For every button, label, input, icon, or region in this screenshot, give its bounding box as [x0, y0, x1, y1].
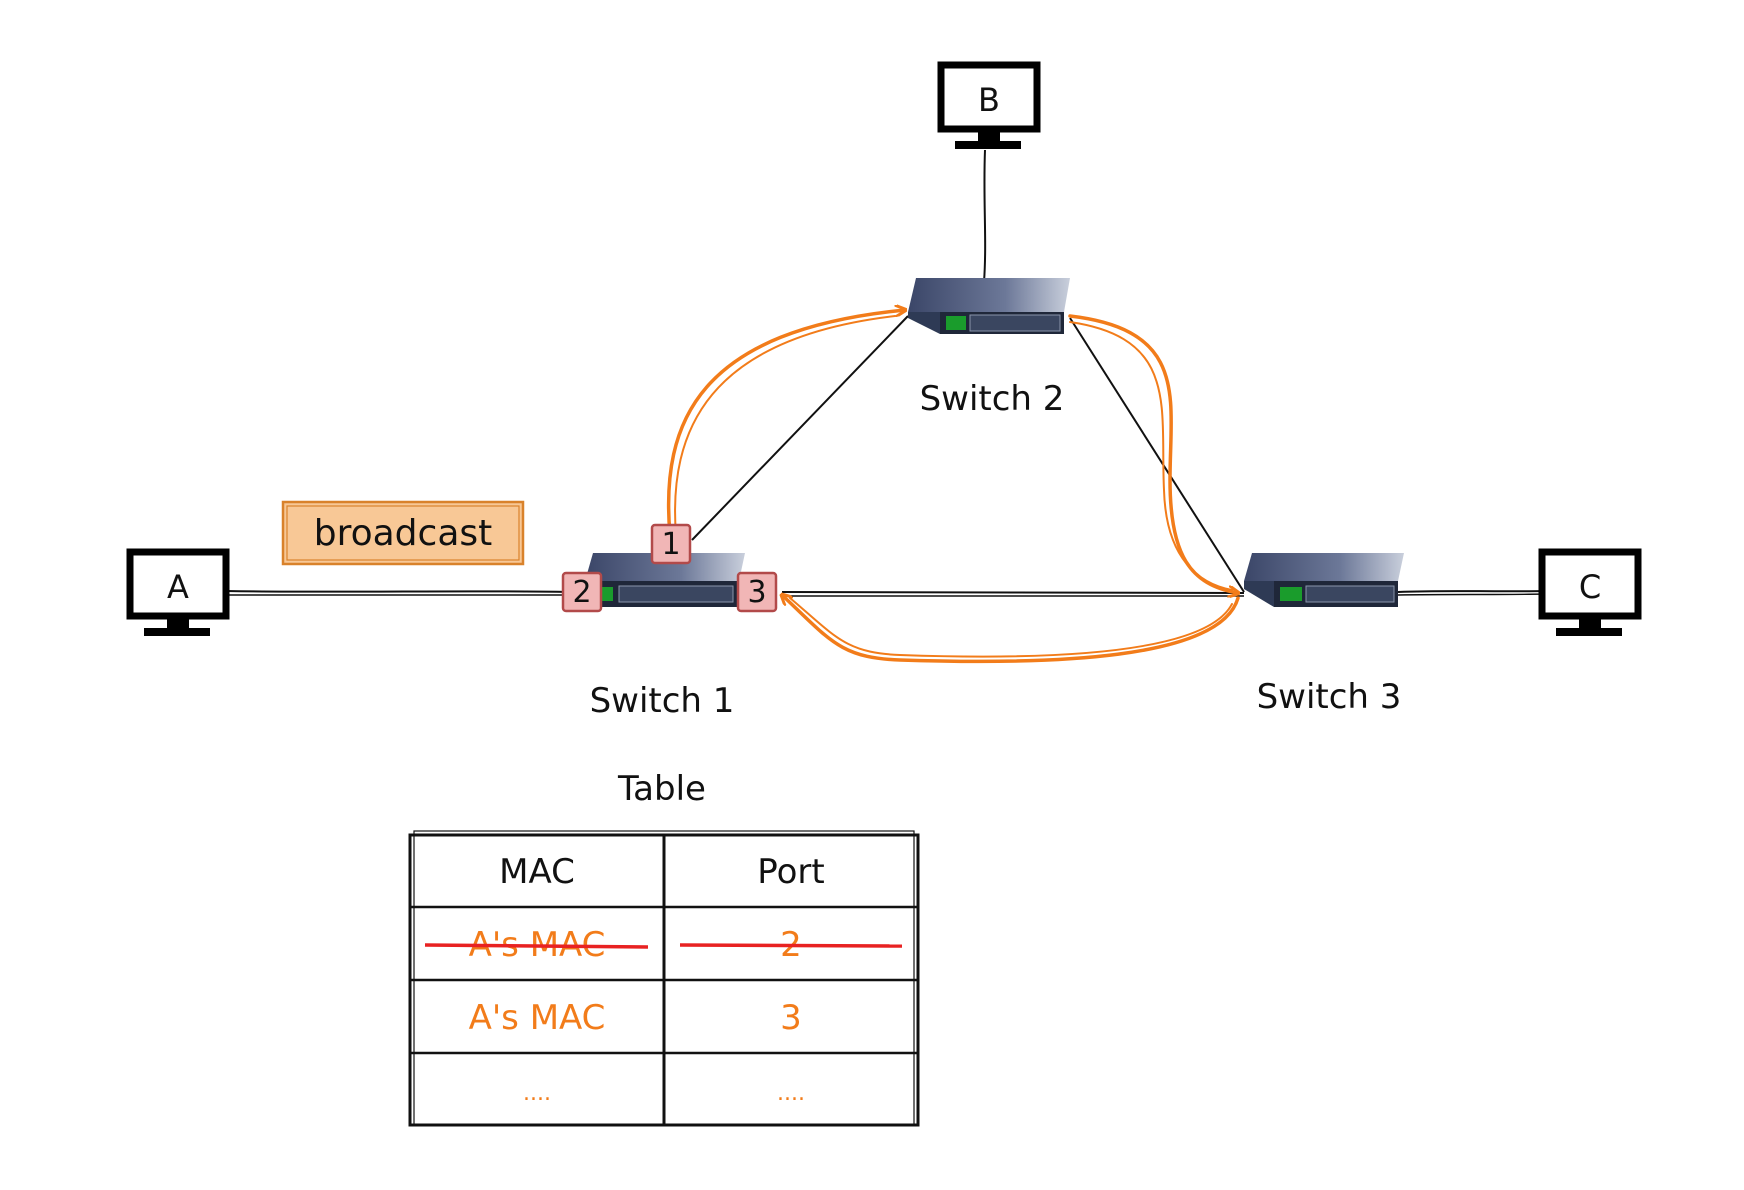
- flow-switch2-to-switch3-b: [1069, 321, 1233, 591]
- monitor-stand: [1579, 616, 1601, 628]
- switch-port-leds: [1280, 585, 1395, 603]
- link-switch2-b: [983, 149, 987, 283]
- flow-switch3-to-switch1-b: [789, 597, 1233, 658]
- monitor-icon: [126, 548, 230, 620]
- switch-1-label: Switch 1: [590, 681, 735, 721]
- switch-port-leds: [946, 314, 1061, 332]
- monitor-stand: [978, 129, 1000, 141]
- row-2-mac: A's MAC: [469, 998, 606, 1038]
- switch-port-leds: [591, 585, 734, 603]
- switch-2[interactable]: [908, 278, 1070, 334]
- computer-b-label: B: [978, 81, 1000, 119]
- switch-top: [908, 278, 1070, 312]
- monitor-base: [1556, 628, 1622, 636]
- port-badge-3: 3: [736, 571, 778, 613]
- switch-top: [585, 553, 745, 581]
- strikethrough-port: [679, 943, 903, 948]
- monitor-icon: [1538, 548, 1642, 620]
- flow-switch1-to-switch2: [666, 310, 905, 537]
- flow-switch3-to-switch1: [782, 595, 1240, 664]
- link-switch1-switch2: [691, 315, 909, 541]
- row-2-port: 3: [780, 998, 802, 1038]
- switch-side: [908, 312, 940, 334]
- port-2-label: 2: [572, 575, 591, 610]
- link-switch3-c: [1397, 590, 1545, 593]
- link-switch2-switch3: [1069, 317, 1245, 593]
- broadcast-label: broadcast: [314, 513, 493, 554]
- link-switch1-switch3: [781, 590, 1245, 594]
- monitor-base: [955, 141, 1021, 149]
- port-badge-2: 2: [561, 571, 603, 613]
- monitor-stand: [167, 616, 189, 628]
- mac-table: [408, 830, 920, 1127]
- row-3-port: ....: [777, 1081, 805, 1106]
- switch-side: [1244, 581, 1274, 607]
- computer-c[interactable]: C: [1538, 548, 1642, 636]
- table-header-mac: MAC: [499, 852, 575, 892]
- table-header-port: Port: [757, 852, 824, 892]
- link-a-switch1-2: [225, 594, 571, 596]
- computer-c-label: C: [1579, 568, 1601, 606]
- port-3-label: 3: [747, 575, 766, 610]
- flow-switch1-to-switch2-b: [674, 315, 896, 536]
- table-title: Table: [617, 769, 706, 809]
- switch-top: [1244, 553, 1404, 581]
- table-row: A's MAC 2: [424, 925, 903, 965]
- link-a-switch1: [225, 590, 571, 593]
- computer-a[interactable]: A: [126, 548, 230, 636]
- port-badge-1: 1: [650, 523, 692, 565]
- broadcast-tag: broadcast: [281, 500, 525, 566]
- link-switch1-switch3-2: [781, 595, 1245, 597]
- row-3-mac: ....: [523, 1081, 551, 1106]
- switch-3[interactable]: [1244, 553, 1404, 607]
- switch-1[interactable]: [585, 553, 745, 607]
- computer-a-label: A: [167, 568, 189, 606]
- link-switch3-c-2: [1397, 593, 1545, 596]
- broadcast-flow: [666, 310, 1240, 664]
- switch-3-label: Switch 3: [1257, 677, 1402, 717]
- computer-b[interactable]: B: [937, 61, 1041, 149]
- monitor-base: [144, 628, 210, 636]
- strikethrough-mac: [424, 943, 649, 949]
- table-row: .... ....: [523, 1081, 805, 1106]
- port-1-label: 1: [661, 527, 680, 562]
- switch-2-label: Switch 2: [920, 379, 1065, 419]
- table-row: A's MAC 3: [469, 998, 802, 1038]
- links: [225, 149, 1545, 597]
